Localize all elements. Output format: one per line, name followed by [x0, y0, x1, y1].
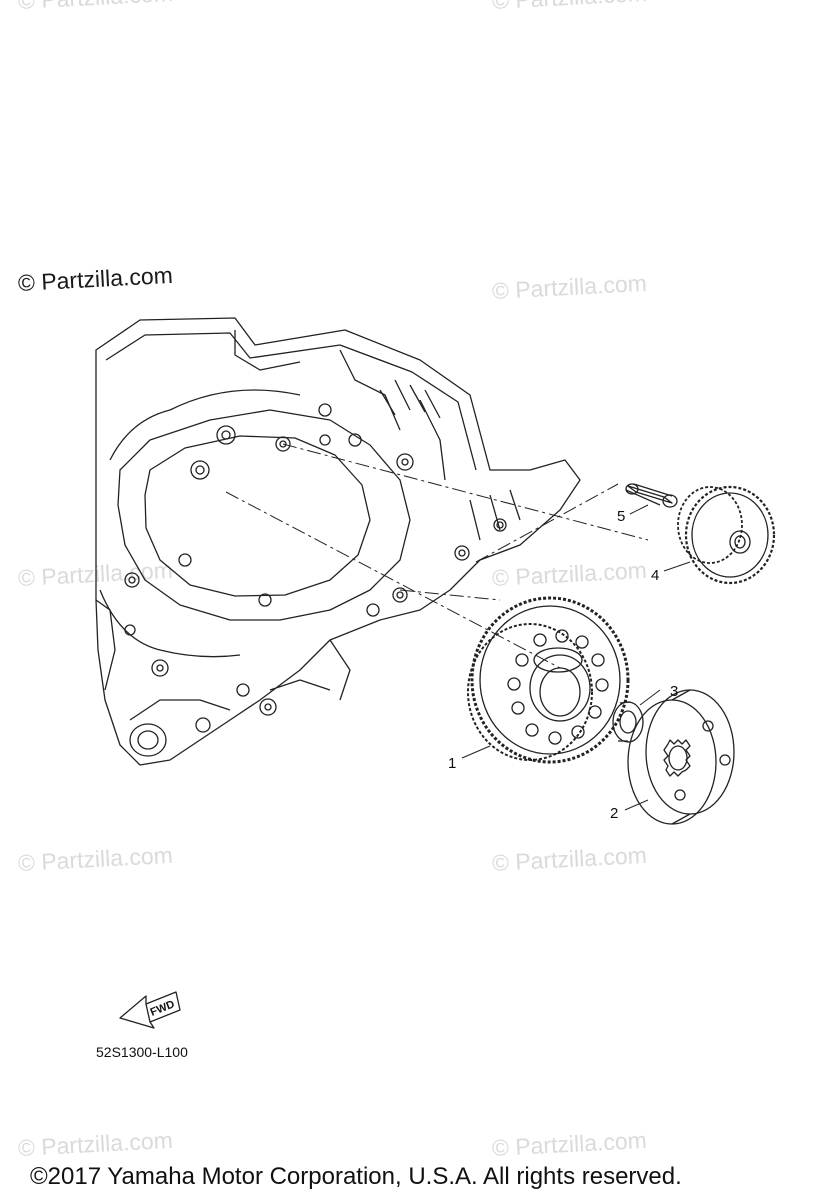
- callout-3: 3: [670, 683, 679, 700]
- starter-wheel-gear-part-1: [467, 596, 630, 764]
- alignment-lines: [225, 443, 649, 669]
- callout-2: 2: [610, 805, 619, 822]
- washer-part-3: [612, 701, 644, 743]
- copyright-notice: ©2017 Yamaha Motor Corporation, U.S.A. A…: [30, 1163, 682, 1190]
- idle-gear-part-4: [677, 485, 776, 585]
- pin-part-5: [625, 483, 678, 508]
- crankcase-drawing: [95, 317, 581, 766]
- diagram-code: 52S1300-L100: [96, 1044, 188, 1060]
- fwd-arrow-icon: [119, 991, 181, 1029]
- callout-5: 5: [617, 508, 626, 525]
- callout-1: 1: [448, 755, 457, 772]
- starter-clutch-part-2: [627, 689, 735, 825]
- callout-leaders: [461, 504, 691, 811]
- callout-4: 4: [651, 567, 660, 584]
